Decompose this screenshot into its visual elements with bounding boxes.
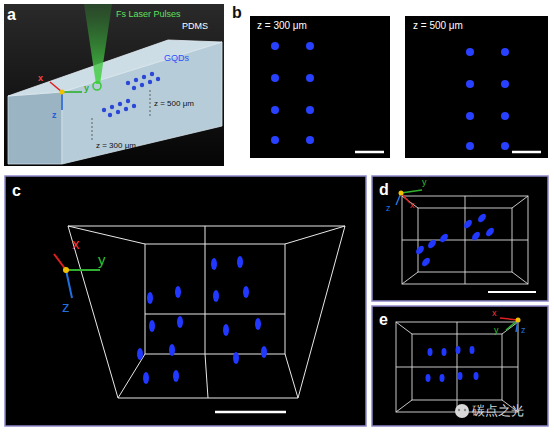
axis-label: x (72, 236, 80, 251)
scale-bar-c (215, 411, 286, 414)
slice-label: z = 300 μm (257, 21, 307, 31)
material-label: GQDs (164, 54, 189, 63)
gqd-3d-e (426, 346, 479, 382)
axis-label: y (84, 84, 89, 93)
pdms-end-face (8, 92, 62, 164)
wire-box-d (402, 196, 528, 284)
panel-e-frame (372, 306, 548, 426)
watermark: 碳点之光 (472, 404, 524, 417)
panel-c-frame (5, 176, 366, 426)
depth-markers (92, 90, 150, 140)
panel-letter: a (7, 7, 16, 23)
watermark-icon (455, 404, 469, 418)
panel-letter: e (379, 312, 388, 328)
wire-box-e (396, 322, 518, 412)
axis-label: y (422, 178, 427, 187)
slice-500 (405, 16, 548, 158)
material-label: PDMS (182, 22, 208, 31)
wire-box-c (68, 226, 345, 398)
panel-letter: d (379, 182, 389, 198)
scale-bar-d (488, 291, 536, 293)
depth-label: z = 300 μm (96, 142, 136, 150)
axis-label: z (521, 326, 526, 335)
axes-e (500, 318, 521, 333)
gqd-3d-d (414, 212, 495, 268)
depth-label: z = 500 μm (154, 100, 194, 108)
axis-label: y (494, 326, 499, 335)
slice-dots (271, 42, 509, 150)
axes-a (50, 82, 82, 110)
laser-focus (93, 82, 101, 90)
panel-letter: c (12, 183, 21, 199)
panel-d-frame (372, 176, 548, 301)
laser-beam (84, 4, 112, 84)
axis-label: x (492, 309, 497, 318)
axes-d (396, 190, 422, 205)
pdms-top-face (8, 40, 222, 96)
axis-label: x (38, 74, 43, 83)
slice-300 (250, 16, 390, 158)
gqd-3d-c (137, 256, 267, 384)
axes-c (54, 254, 100, 298)
gqd-dots (102, 72, 160, 117)
scale-bars-b (355, 151, 541, 154)
axis-label: y (98, 252, 106, 267)
axis-label: x (410, 201, 415, 210)
beam-label: Fs Laser Pulses (116, 10, 181, 19)
panel-a-ground (4, 4, 224, 166)
axis-label: z (62, 299, 70, 314)
panel-letter: b (232, 5, 242, 21)
slice-label: z = 500 μm (413, 21, 463, 31)
axis-label: z (386, 204, 391, 213)
axis-label: z (52, 111, 57, 120)
